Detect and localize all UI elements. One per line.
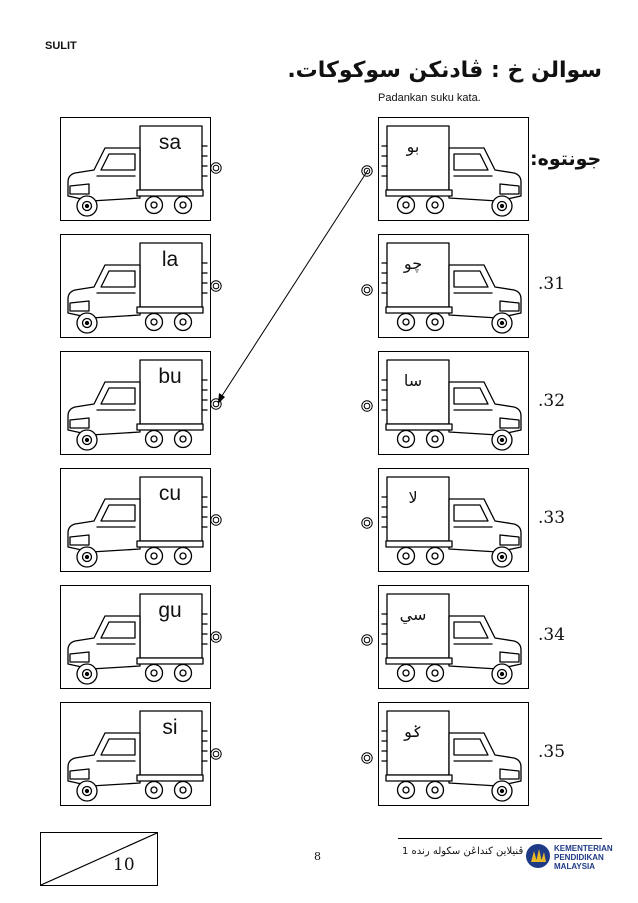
truck-icon: [381, 593, 522, 685]
match-dot[interactable]: [361, 517, 373, 529]
truck-icon: [381, 476, 522, 568]
instruction-text: Padankan suku kata.: [378, 92, 481, 104]
truck-icon: [381, 359, 522, 451]
right-card: بو: [378, 117, 529, 221]
truck-icon: [381, 710, 522, 802]
match-dot[interactable]: [361, 752, 373, 764]
score-box: 10: [40, 832, 158, 886]
truck-icon: [67, 359, 208, 451]
truck-icon: [67, 125, 208, 217]
footer-rule: [398, 838, 602, 839]
ministry-line: KEMENTERIAN: [554, 844, 613, 853]
match-dot[interactable]: [210, 748, 222, 760]
sulit-label: SULIT: [45, 40, 77, 52]
score-divider: [41, 833, 157, 885]
question-number: .35: [538, 742, 566, 762]
right-card: لا: [378, 468, 529, 572]
match-dot[interactable]: [361, 165, 373, 177]
left-card: si: [60, 702, 211, 806]
example-label: جونتوه:: [530, 148, 602, 170]
match-dot[interactable]: [210, 280, 222, 292]
question-number: .32: [538, 391, 566, 411]
footer-text: ڤنيلاين كنداڠن سکوله رنده 1: [402, 846, 524, 857]
question-number: .33: [538, 508, 566, 528]
truck-icon: [381, 242, 522, 334]
match-dot[interactable]: [210, 398, 222, 410]
truck-icon: [381, 125, 522, 217]
left-card-label: cu: [158, 482, 182, 505]
right-card-label: ݢو: [404, 722, 422, 741]
right-card-label: بو: [406, 137, 420, 156]
left-card: gu: [60, 585, 211, 689]
left-card: bu: [60, 351, 211, 455]
question-number: .34: [538, 625, 566, 645]
right-card-label: سا: [403, 371, 423, 390]
match-dot[interactable]: [361, 400, 373, 412]
right-card-label: لا: [408, 488, 418, 507]
match-dot[interactable]: [210, 631, 222, 643]
right-card: سا: [378, 351, 529, 455]
ministry-line: MALAYSIA: [554, 862, 596, 871]
left-card-label: bu: [158, 365, 182, 388]
right-card: ݢو: [378, 702, 529, 806]
match-dot[interactable]: [361, 284, 373, 296]
left-card: cu: [60, 468, 211, 572]
question-title: سوالن خ : ڤادنکن سوکوکات.: [287, 58, 602, 83]
left-card-label: sa: [158, 131, 182, 154]
left-card: la: [60, 234, 211, 338]
question-number: .31: [538, 274, 566, 294]
left-card: sa: [60, 117, 211, 221]
match-dot[interactable]: [210, 514, 222, 526]
left-card-label: gu: [158, 599, 182, 622]
match-dot[interactable]: [210, 162, 222, 174]
right-card-label: سي: [399, 605, 427, 624]
left-card-label: la: [161, 248, 179, 271]
truck-icon: [67, 242, 208, 334]
score-total: 10: [113, 855, 135, 875]
truck-icon: [67, 593, 208, 685]
page-number: 8: [314, 850, 321, 863]
ministry-name: KEMENTERIAN PENDIDIKAN MALAYSIA: [554, 844, 613, 871]
truck-icon: [67, 476, 208, 568]
right-card: سي: [378, 585, 529, 689]
truck-icon: [67, 710, 208, 802]
ministry-logo-icon: [526, 844, 550, 868]
right-card: چو: [378, 234, 529, 338]
left-card-label: si: [162, 716, 178, 739]
match-dot[interactable]: [361, 634, 373, 646]
right-card-label: چو: [403, 254, 423, 273]
ministry-line: PENDIDIKAN: [554, 853, 604, 862]
